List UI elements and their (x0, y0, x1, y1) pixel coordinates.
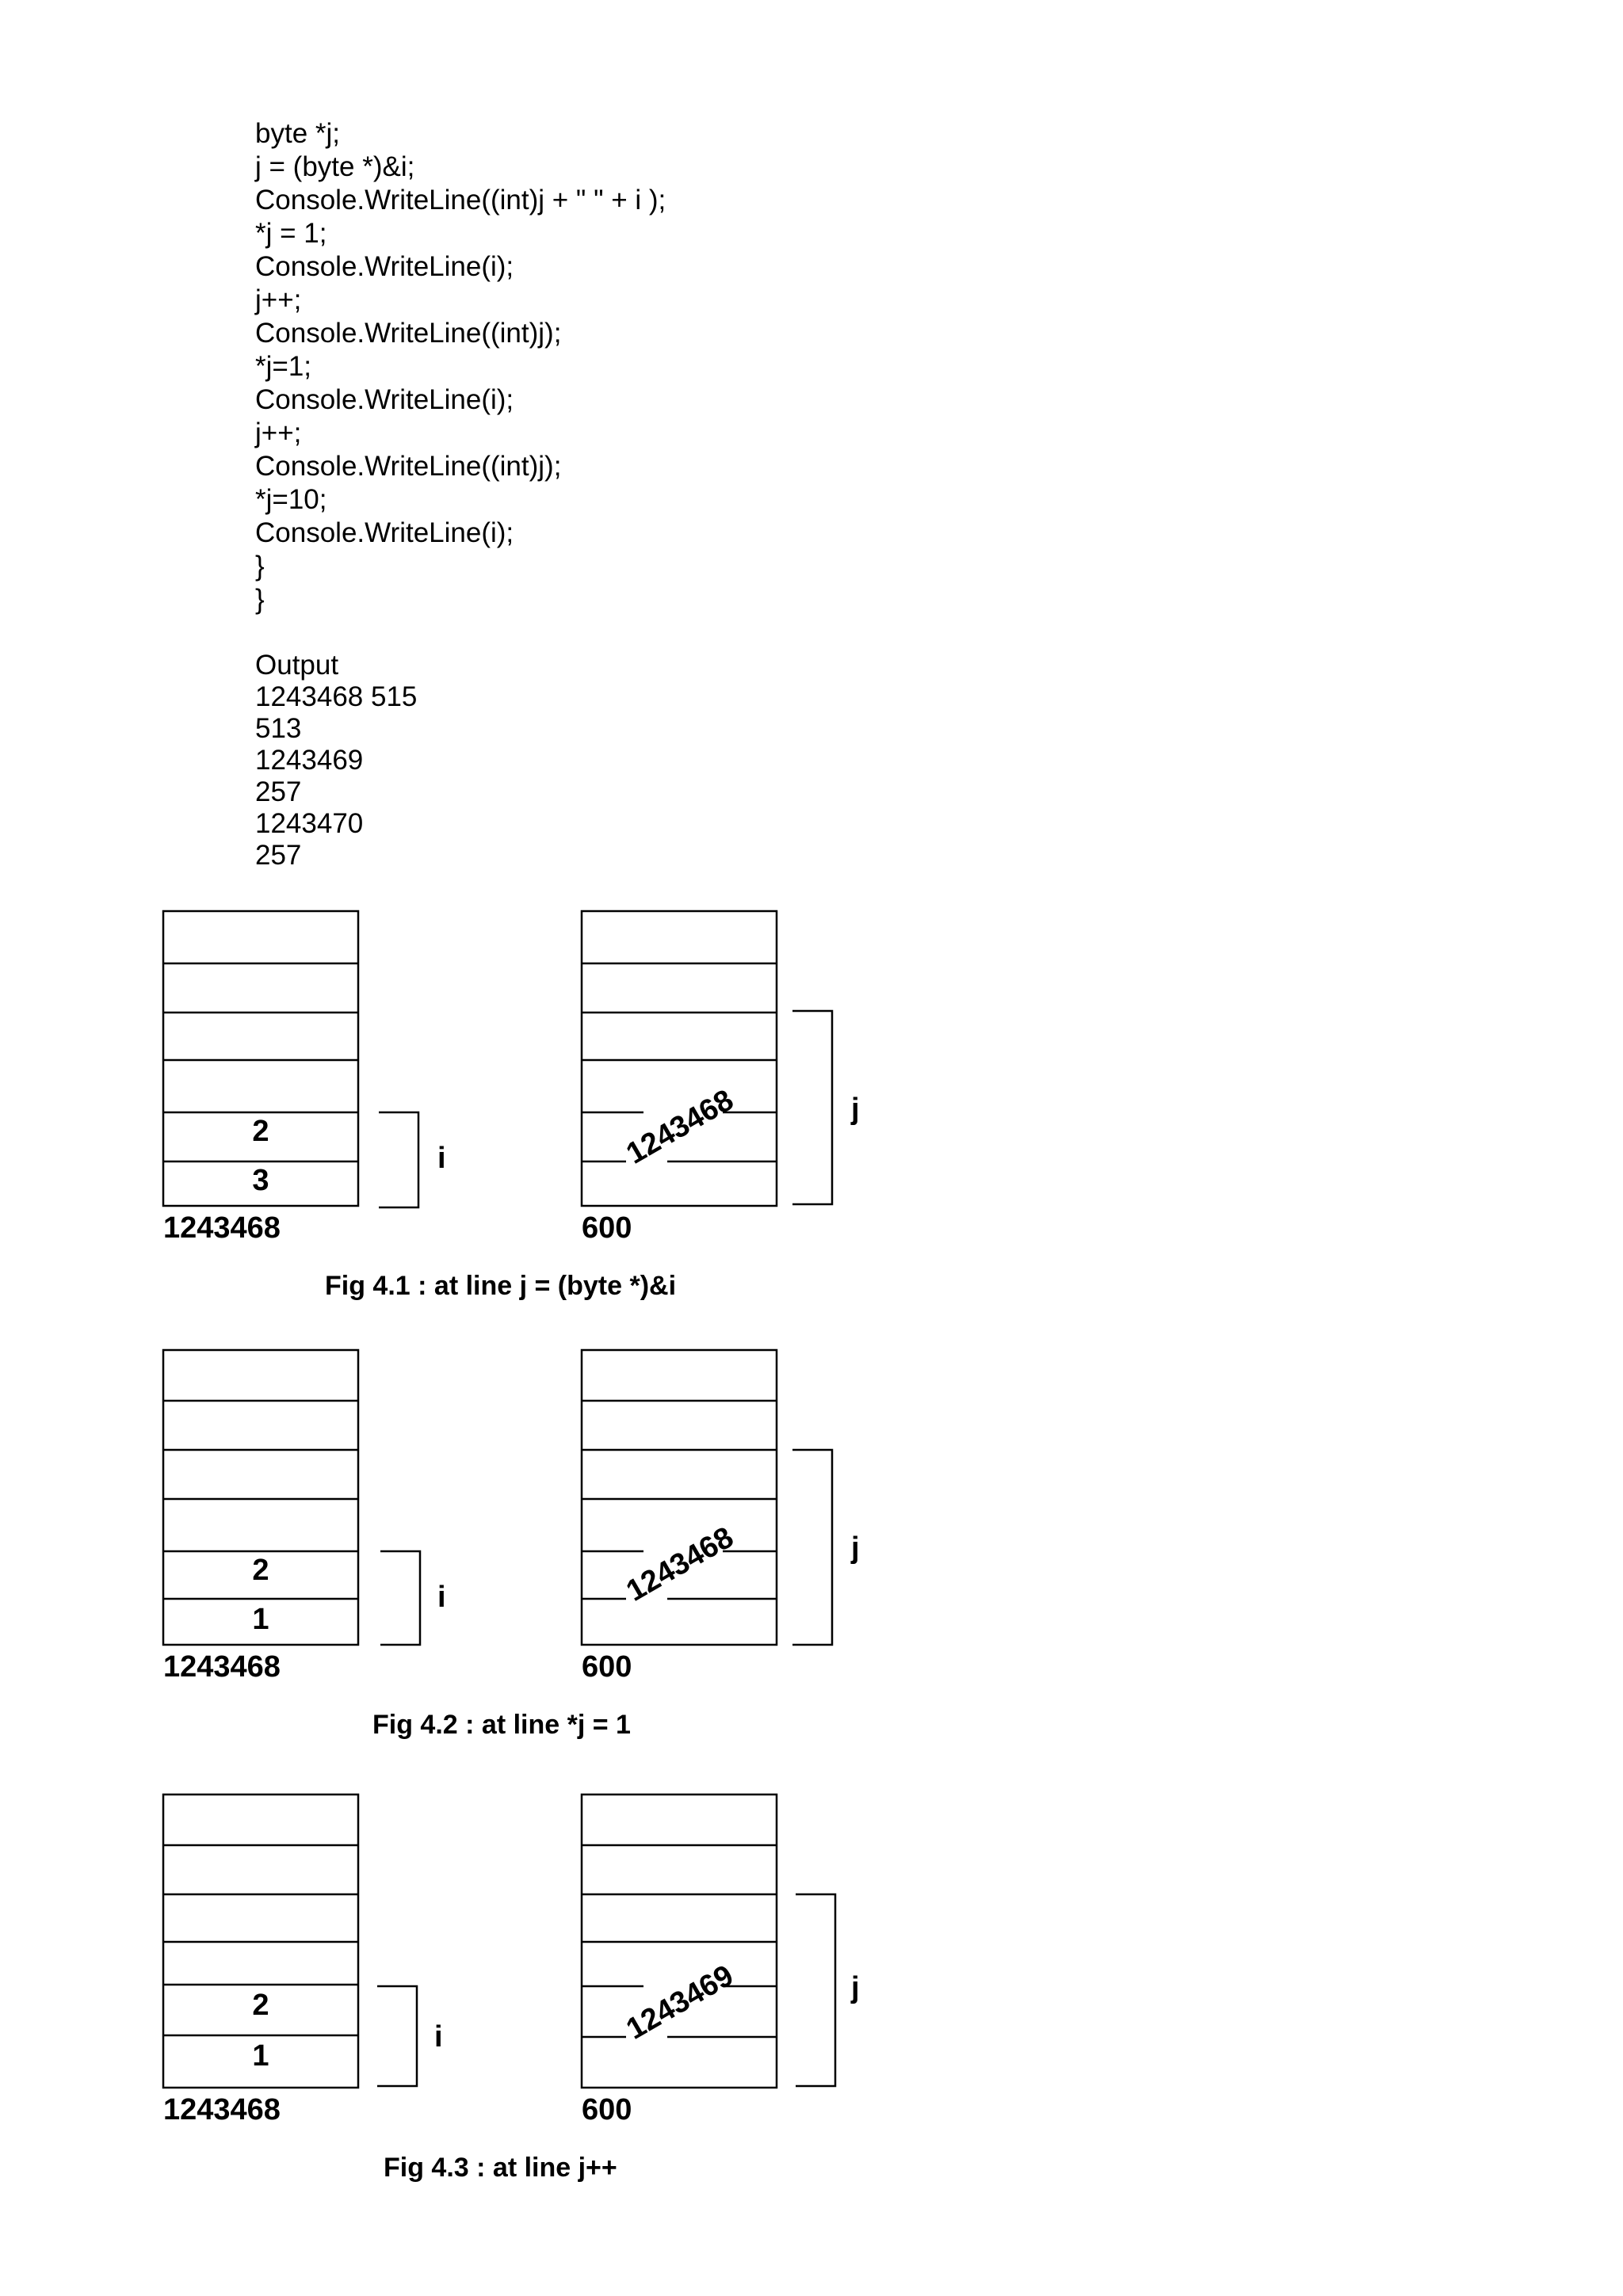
i-bracket (377, 1985, 418, 2088)
code-line: Console.WriteLine(i); (255, 251, 514, 282)
i-cell-value: 1 (252, 2039, 269, 2073)
j-pointer-value: 1243469 (621, 1958, 739, 2046)
j-label: j (850, 1093, 860, 1126)
code-line: Console.WriteLine(i); (255, 384, 514, 415)
i-cell-value: 1 (252, 1603, 269, 1636)
output-line: 1243468 515 (255, 681, 418, 712)
i-bracket (380, 1550, 422, 1646)
code-line: byte *j; (255, 118, 340, 149)
i-label: i (434, 2020, 443, 2054)
code-line: Console.WriteLine((int)j); (255, 318, 562, 349)
output-line: 257 (255, 776, 302, 807)
output-heading: Output (255, 650, 339, 681)
output-block: Output 1243468 515 513 1243469 257 12434… (255, 650, 417, 871)
figure-caption: Fig 4.3 : at line j++ (384, 2153, 617, 2183)
i-label: i (437, 1142, 446, 1175)
j-bracket (796, 1893, 837, 2088)
memory-diagram-fig-4-1: 2 3 i 1243468 1243468 j 600 Fig 4.1 : at… (162, 910, 860, 1301)
i-bracket (379, 1111, 420, 1209)
i-memory-column (162, 1348, 360, 1646)
j-address: 600 (582, 2093, 632, 2126)
j-bracket (792, 1009, 834, 1206)
output-line: 257 (255, 840, 302, 871)
memory-diagram-fig-4-3: 2 1 i j 1243469 1243468 600 Fig 4.3 : at… (162, 1793, 860, 2183)
code-line: j++; (255, 284, 302, 315)
output-line: 1243470 (255, 808, 364, 839)
output-line: 1243469 (255, 745, 364, 776)
code-line: j++; (255, 418, 302, 448)
code-line: Console.WriteLine((int)j); (255, 451, 562, 482)
output-line: 513 (255, 713, 302, 744)
i-address: 1243468 (163, 2093, 281, 2126)
code-line: *j = 1; (255, 218, 327, 249)
figure-caption: Fig 4.1 : at line j = (byte *)&i (325, 1271, 676, 1301)
i-address: 1243468 (163, 1650, 281, 1684)
j-memory-column (580, 910, 778, 1207)
i-label: i (437, 1581, 446, 1614)
i-address: 1243468 (163, 1211, 281, 1245)
figure-caption: Fig 4.2 : at line *j = 1 (372, 1710, 631, 1740)
code-line: Console.WriteLine(i); (255, 517, 514, 548)
code-line: } (255, 584, 265, 615)
code-listing: byte *j; j = (byte *)&i; Console.WriteLi… (255, 117, 666, 616)
j-label: j (850, 1531, 860, 1565)
i-cell-value: 2 (252, 1989, 269, 2022)
i-cell-value: 2 (252, 1115, 269, 1148)
j-pointer-value: 1243468 (621, 1520, 739, 1608)
i-cell-value: 2 (252, 1554, 269, 1587)
i-memory-column (162, 910, 360, 1207)
j-bracket (792, 1448, 834, 1646)
j-memory-column (580, 1348, 778, 1646)
code-line: *j=1; (255, 351, 312, 382)
code-line: *j=10; (255, 484, 327, 515)
i-cell-value: 3 (252, 1164, 269, 1197)
code-line: } (255, 551, 265, 582)
code-line: j = (byte *)&i; (255, 151, 415, 182)
memory-diagram-fig-4-2: 2 1 i 1243468 1243468 j 600 Fig 4.2 : at… (162, 1348, 860, 1740)
code-line: Console.WriteLine((int)j + " " + i ); (255, 185, 666, 215)
j-address: 600 (582, 1650, 632, 1684)
j-label: j (850, 1971, 860, 2004)
j-pointer-value: 1243468 (621, 1083, 739, 1170)
j-address: 600 (582, 1211, 632, 1245)
